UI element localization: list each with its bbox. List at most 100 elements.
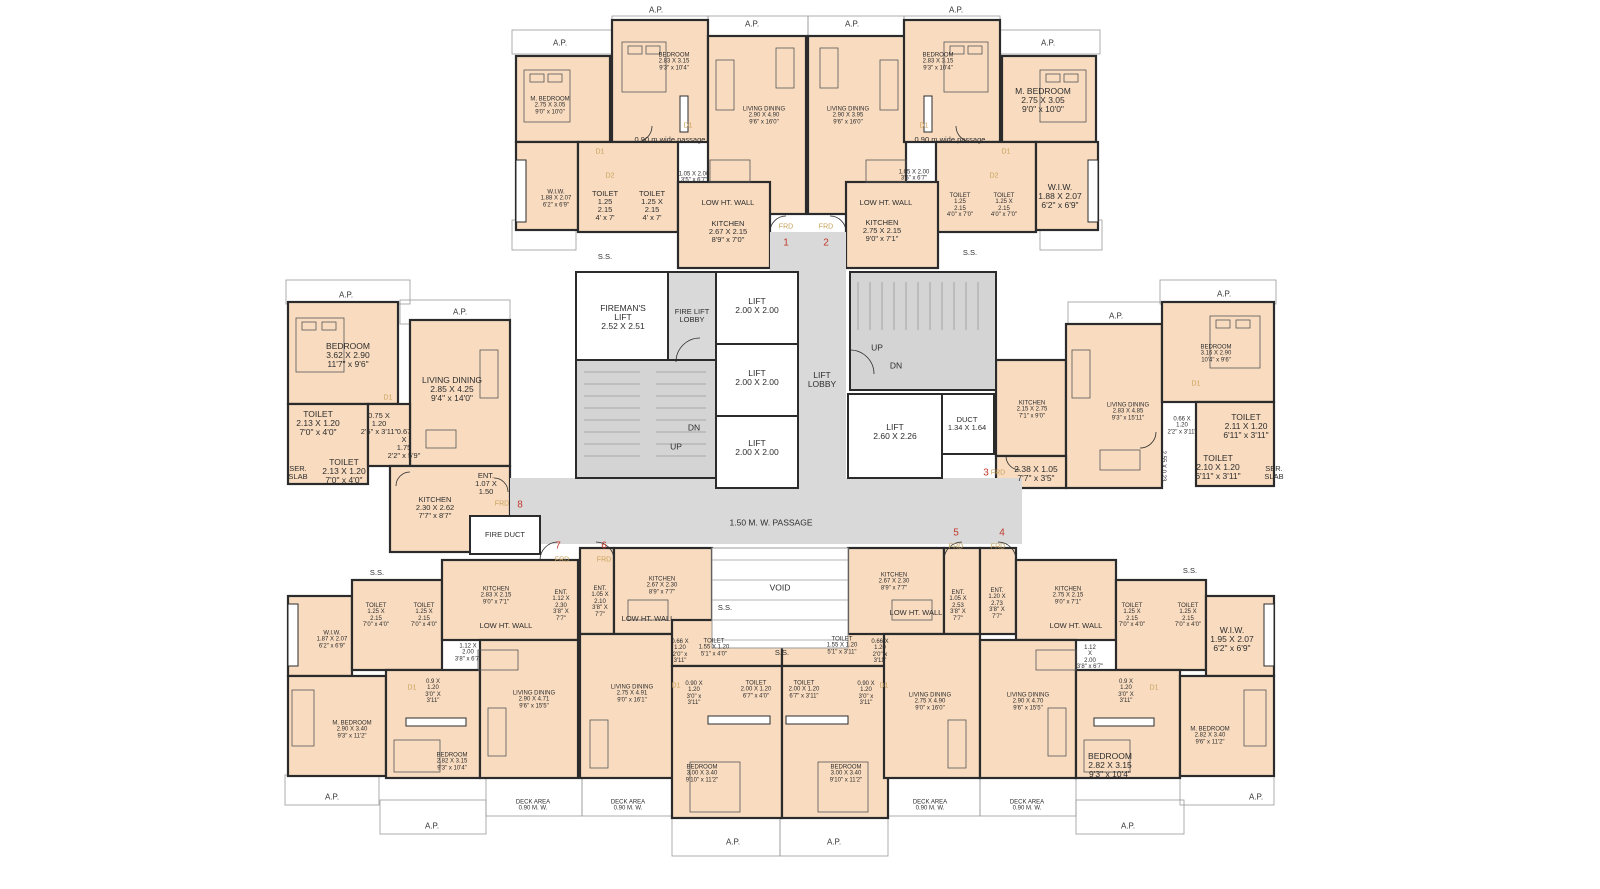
d1-tag: D1 bbox=[671, 682, 681, 690]
stair-up-east: UP bbox=[871, 342, 883, 353]
room-bedroom: BEDROOM 3.00 X 3.40 9'10" x 11'2" bbox=[829, 764, 863, 784]
room-toilet: TOILET 2.11 X 1.20 6'11" x 3'11" bbox=[1223, 412, 1269, 441]
room-living-dining: LIVING DINING 2.90 X 4.90 9'6" x 16'0" bbox=[742, 106, 786, 126]
duct-label: DUCT 1.34 X 1.64 bbox=[947, 414, 987, 432]
deck-area-label: DECK AREA 0.90 M. W. bbox=[515, 799, 551, 812]
low-ht-wall-label: LOW HT. WALL bbox=[859, 197, 913, 207]
room-dimension: 0.66 X 1.20 2'0" x 3'11" bbox=[871, 639, 889, 665]
room-kitchen: KITCHEN 2.67 X 2.15 8'9" x 7'0" bbox=[708, 218, 748, 245]
d1-tag: D1 bbox=[595, 148, 605, 156]
room-entrance: 2.38 X 1.05 7'7" x 3'5" bbox=[1014, 463, 1058, 483]
room-bedroom: BEDROOM 3.00 X 3.40 9'10" x 11'2" bbox=[685, 764, 719, 784]
low-ht-wall-label: LOW HT. WALL bbox=[1049, 620, 1103, 630]
room-toilet: TOILET 2.10 X 1.20 6'11" x 3'11" bbox=[1195, 453, 1241, 482]
room-kitchen: KITCHEN 2.67 X 2.30 8'9" x 7'7" bbox=[646, 576, 678, 596]
ser-slab-label: SER. SLAB bbox=[1264, 463, 1284, 481]
room-dimension: 0.90 X 1.20 3'0" x 3'11" bbox=[685, 681, 703, 707]
d2-tag: D2 bbox=[605, 172, 615, 180]
room-toilet: TOILET 1.25 X 2.15 4'0" x 7'0" bbox=[990, 193, 1018, 219]
room-master-bedroom: M. BEDROOM 2.75 X 3.05 9'0" x 10'0" bbox=[1015, 86, 1071, 115]
d1-tag: D1 bbox=[1001, 148, 1011, 156]
room-toilet: TOILET 1.25 X 2.15 7'0" x 4'0" bbox=[362, 603, 390, 629]
room-toilet: TOILET 1.25 2.15 4'0" x 7'0" bbox=[946, 193, 974, 219]
ap-label: A.P. bbox=[324, 792, 340, 802]
room-toilet: TOILET 1.25 X 2.15 7'0" x 4'0" bbox=[1174, 603, 1202, 629]
low-ht-wall-label: LOW HT. WALL bbox=[889, 607, 943, 617]
ap-label: A.P. bbox=[844, 19, 860, 29]
d1-tag: D1 bbox=[1191, 380, 1201, 388]
frd-tag: FRD bbox=[948, 543, 964, 551]
ap-label: A.P. bbox=[1108, 311, 1124, 321]
room-toilet: TOILET 1.55 X 1.20 5'1" x 3'11" bbox=[826, 636, 858, 656]
room-entrance: ENT. 1.05 X 2.10 3'8" X 7'7" bbox=[591, 585, 609, 618]
room-toilet: TOILET 1.25 2.15 4' x 7' bbox=[591, 188, 619, 223]
deck-area-label: DECK AREA 0.90 M. W. bbox=[912, 799, 948, 812]
entry-number: 7 bbox=[555, 540, 561, 552]
room-toilet: TOILET 1.25 X 2.15 7'0" x 4'0" bbox=[1118, 603, 1146, 629]
room-bedroom: BEDROOM 2.82 X 3.15 9'3" x 10'4" bbox=[436, 752, 468, 772]
fire-lift-lobby-label: FIRE LIFT LOBBY bbox=[674, 306, 710, 324]
room-master-bedroom: M. BEDROOM 2.90 X 3.40 9'3" x 11'2" bbox=[332, 720, 372, 740]
room-dimension: 0.67 X 1.75 2'2" x 5'9" bbox=[387, 426, 421, 461]
room-toilet: TOILET 1.55 X 1.20 5'1" x 4'0" bbox=[698, 638, 730, 658]
door-swings bbox=[395, 125, 1157, 561]
room-dimension: 0.90 X 1.20 3'0" x 3'11" bbox=[857, 681, 875, 707]
d1-tag: D1 bbox=[919, 122, 929, 130]
frd-tag: FRD bbox=[554, 556, 570, 564]
room-toilet: TOILET 1.25 X 2.15 7'0" x 4'0" bbox=[410, 603, 438, 629]
room-dimension: 1.12 X 2.00 3'8" x 6'7" bbox=[454, 643, 482, 663]
room-walk-in-wardrobe: W.I.W. 1.95 X 2.07 6'2" x 6'9" bbox=[1210, 625, 1254, 654]
ap-label: A.P. bbox=[826, 837, 842, 847]
room-bedroom: BEDROOM 3.62 X 2.90 11'7" x 9'6" bbox=[326, 341, 370, 370]
room-dimension: 1.05 X 2.00 3'5" x 6'7" bbox=[898, 169, 930, 182]
room-master-bedroom: M. BEDROOM 2.82 X 3.40 9'6" x 11'2" bbox=[1190, 726, 1230, 746]
entry-number: 1 bbox=[783, 237, 789, 249]
ss-label: S.S. bbox=[774, 647, 790, 657]
room-bedroom: BEDROOM 2.83 X 3.15 9'3" x 10'4" bbox=[658, 52, 690, 72]
entry-number: 8 bbox=[517, 499, 523, 511]
stair-dn-east: DN bbox=[889, 360, 903, 371]
ss-label: S.S. bbox=[962, 247, 978, 257]
ap-label: A.P. bbox=[648, 5, 664, 15]
lift-b-label: LIFT 2.00 X 2.00 bbox=[735, 367, 779, 387]
room-kitchen: KITCHEN 2.67 X 2.30 8'9" x 7'7" bbox=[878, 572, 910, 592]
stair-treads bbox=[584, 282, 979, 641]
ss-label: S.S. bbox=[1182, 565, 1198, 575]
ss-label: S.S. bbox=[369, 567, 385, 577]
ap-label: A.P. bbox=[1120, 821, 1136, 831]
frd-tag: FRD bbox=[990, 543, 1006, 551]
room-dimension: 0.66 X 1.20 2'0" x 3'11" bbox=[671, 639, 689, 665]
room-kitchen: KITCHEN 2.75 X 2.15 9'0" x 7'1" bbox=[1052, 586, 1084, 606]
room-kitchen: KITCHEN 2.15 X 2.75 7'1" x 9'0" bbox=[1016, 400, 1048, 420]
entry-number: 4 bbox=[999, 527, 1005, 539]
ap-label: A.P. bbox=[948, 5, 964, 15]
frd-tag: FRD bbox=[778, 223, 794, 231]
room-walk-in-wardrobe: W.I.W. 1.88 X 2.07 6'2" x 6'9" bbox=[1038, 182, 1082, 211]
passage-090-label: 0.90 m wide passage bbox=[914, 134, 986, 144]
ap-label: A.P. bbox=[1248, 792, 1264, 802]
ap-label: A.P. bbox=[1216, 289, 1232, 299]
room-kitchen: KITCHEN 2.75 X 2.15 9'0" x 7'1" bbox=[862, 217, 902, 244]
room-toilet: TOILET 2.00 X 1.20 6'7" x 3'11" bbox=[788, 680, 820, 700]
room-living-dining: LIVING DINING 2.83 X 4.85 9'3" x 15'11" bbox=[1106, 402, 1150, 422]
wardrobes bbox=[287, 95, 1275, 727]
entry-number: 2 bbox=[823, 237, 829, 249]
room-entrance: ENT. 1.12 X 2.30 3'8" X 7'7" bbox=[552, 589, 570, 622]
room-dimension: 1.05 X 2.00 3'5" x 6'7" bbox=[678, 171, 710, 184]
entry-number: 3 bbox=[983, 467, 989, 479]
room-walk-in-wardrobe: W.I.W. 1.87 X 2.07 6'2" x 6'9" bbox=[316, 630, 348, 650]
fireman-lift-label: FIREMAN'S LIFT 2.52 X 2.51 bbox=[600, 303, 646, 332]
furniture bbox=[291, 41, 1267, 813]
deck-area-label: DECK AREA 0.90 M. W. bbox=[1009, 799, 1045, 812]
room-walk-in-wardrobe: W.I.W. 1.88 X 2.07 6'2" x 6'9" bbox=[540, 189, 572, 209]
ap-label: A.P. bbox=[1040, 38, 1056, 48]
lift-d-label: LIFT 2.60 X 2.26 bbox=[873, 421, 917, 441]
d1-tag: D1 bbox=[1149, 684, 1159, 692]
low-ht-wall-label: LOW HT. WALL bbox=[621, 613, 675, 623]
room-master-bedroom: M. BEDROOM 2.75 X 3.05 9'0" x 10'0" bbox=[530, 96, 570, 116]
room-bedroom: BEDROOM 3.16 X 2.90 10'4" x 9'6" bbox=[1200, 344, 1232, 364]
ap-label: A.P. bbox=[424, 821, 440, 831]
room-living-dining: LIVING DINING 2.90 X 3.95 9'6" x 16'0" bbox=[826, 106, 870, 126]
ap-label: A.P. bbox=[338, 290, 354, 300]
